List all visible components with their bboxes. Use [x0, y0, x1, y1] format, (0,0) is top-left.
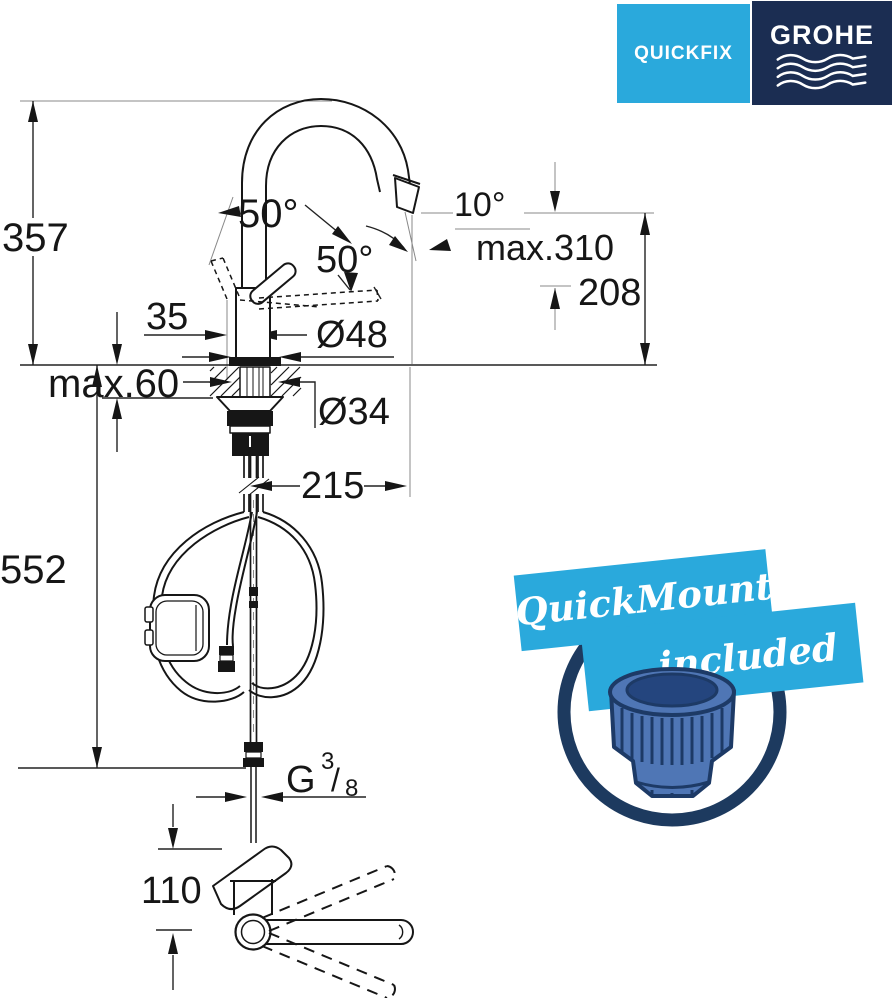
handle-top-view — [212, 845, 293, 910]
dim-angle10-label: 10° — [454, 186, 505, 224]
grohe-logo: GROHE — [752, 1, 892, 105]
thread-den-label: 8 — [345, 775, 358, 802]
grohe-waves-icon — [776, 53, 867, 89]
swivel-pivot — [234, 913, 272, 951]
thread-g-label: G — [286, 759, 316, 801]
spout-inner-line — [265, 125, 381, 288]
handle-swing-dashed — [210, 257, 379, 310]
supply-fitting — [244, 742, 263, 752]
mounting-flange — [216, 396, 284, 412]
faucet-bottom-view — [212, 845, 414, 998]
dim-215-label: 215 — [301, 465, 364, 507]
pullout-spray-tip — [394, 177, 420, 214]
dimension-arrowheads — [28, 101, 650, 954]
quickfix-logo: QUICKFIX — [617, 4, 750, 103]
faucet-base — [229, 357, 281, 366]
dim-max310-label: max.310 — [476, 227, 614, 268]
dim-diameter48-label: Ø48 — [316, 314, 388, 356]
faucet-handle — [249, 262, 297, 305]
quickfix-logo-text: QUICKFIX — [634, 42, 733, 64]
counter-hatching — [209, 366, 302, 397]
thread-num-label: 3 — [321, 748, 334, 775]
hose-bundle — [243, 456, 264, 742]
dim-357-label: 357 — [2, 216, 69, 260]
hose-weight — [149, 594, 210, 662]
faucet-front-view — [144, 98, 421, 843]
dim-110-label: 110 — [141, 870, 202, 912]
hose-right-loop — [248, 511, 325, 699]
mounting-shank — [239, 366, 271, 398]
dim-552-label: 552 — [0, 548, 67, 592]
dim-208-label: 208 — [578, 272, 641, 314]
spout-arm-cap — [400, 919, 414, 945]
quickmount-nut-icon — [608, 667, 736, 798]
grohe-logo-text: GROHE — [769, 19, 874, 50]
dim-max60-label: max.60 — [48, 362, 179, 406]
spray-hose — [226, 511, 253, 646]
dim-angle50-right-label: 50° — [316, 239, 373, 281]
thread-slash-label: / — [331, 762, 340, 798]
quickmount-badge: QuickMount included — [513, 549, 864, 827]
spout-outer-line — [241, 98, 412, 288]
dim-angle50-left-label: 50° — [238, 192, 299, 236]
swivel-range-dashed — [261, 865, 396, 998]
dim-35-label: 35 — [146, 296, 188, 338]
dim-diameter34-label: Ø34 — [318, 391, 390, 433]
